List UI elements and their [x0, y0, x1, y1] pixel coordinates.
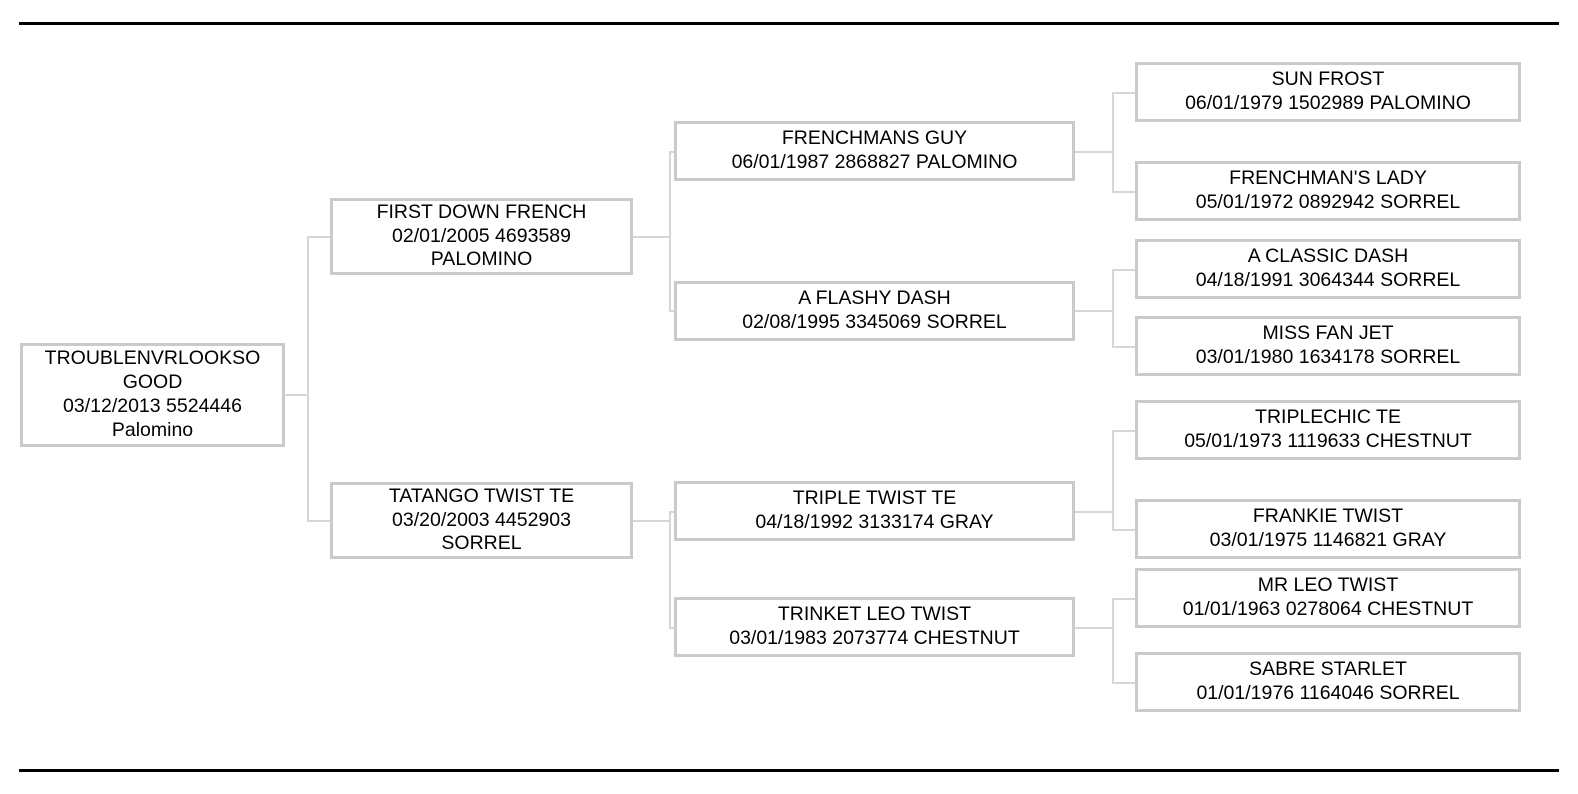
dam-sire-dam-name: FRANKIE TWIST	[1252, 505, 1404, 528]
connector-frenchmans-guy-stub	[1074, 151, 1114, 153]
connector-gen3-classic-dash-stub	[1112, 269, 1136, 271]
pedigree-box-dam-dam-sire[interactable]: MR LEO TWIST 01/01/1963 0278064 CHESTNUT	[1135, 568, 1521, 628]
bottom-divider-rule	[19, 769, 1559, 772]
connector-gen3-spine-4	[1112, 598, 1114, 683]
connector-gen1-spine	[307, 236, 309, 521]
sire-dam-sire-name: A CLASSIC DASH	[1247, 245, 1409, 268]
connector-gen2-triple-twist-stub	[669, 511, 677, 513]
pedigree-box-dam-sire-sire[interactable]: TRIPLECHIC TE 05/01/1973 1119633 CHESTNU…	[1135, 400, 1521, 460]
dam-sire-sire-details: 05/01/1973 1119633 CHESTNUT	[1184, 430, 1472, 452]
pedigree-box-sire-dam-dam[interactable]: MISS FAN JET 03/01/1980 1634178 SORREL	[1135, 316, 1521, 376]
dam-color: SORREL	[441, 532, 522, 555]
pedigree-box-sire-sire[interactable]: FRENCHMANS GUY 06/01/1987 2868827 PALOMI…	[674, 121, 1075, 181]
pedigree-box-dam-sire[interactable]: TRIPLE TWIST TE 04/18/1992 3133174 GRAY	[674, 481, 1075, 541]
connector-gen2-frenchmans-guy-stub	[669, 151, 677, 153]
sire-sire-details: 06/01/1987 2868827 PALOMINO	[731, 151, 1018, 173]
connector-gen3-spine-2	[1112, 269, 1114, 347]
connector-gen2-sire-spine	[669, 151, 671, 312]
top-divider-rule	[19, 22, 1559, 25]
sire-details: 02/01/2005 4693589	[392, 224, 571, 247]
dam-details: 03/20/2003 4452903	[392, 508, 571, 531]
connector-gen2-dam-spine	[669, 511, 671, 628]
pedigree-box-sire-sire-sire[interactable]: SUN FROST 06/01/1979 1502989 PALOMINO	[1135, 62, 1521, 122]
dam-dam-name: TRINKET LEO TWIST	[777, 603, 972, 626]
pedigree-box-dam-dam-dam[interactable]: SABRE STARLET 01/01/1976 1164046 SORREL	[1135, 652, 1521, 712]
sire-sire-dam-details: 05/01/1972 0892942 SORREL	[1195, 191, 1461, 213]
connector-flashy-dash-stub	[1074, 310, 1114, 312]
pedigree-box-sire-sire-dam[interactable]: FRENCHMAN'S LADY 05/01/1972 0892942 SORR…	[1135, 161, 1521, 221]
connector-gen3-mr-leo-twist-stub	[1112, 598, 1136, 600]
dam-dam-sire-name: MR LEO TWIST	[1257, 574, 1399, 597]
pedigree-box-dam[interactable]: TATANGO TWIST TE 03/20/2003 4452903 SORR…	[330, 482, 633, 559]
sire-color: PALOMINO	[430, 248, 533, 271]
connector-gen3-frankie-twist-stub	[1112, 529, 1136, 531]
dam-dam-dam-details: 01/01/1976 1164046 SORREL	[1196, 682, 1460, 704]
dam-sire-sire-name: TRIPLECHIC TE	[1255, 406, 1401, 429]
dam-sire-details: 04/18/1992 3133174 GRAY	[755, 511, 994, 533]
dam-dam-sire-details: 01/01/1963 0278064 CHESTNUT	[1182, 598, 1474, 620]
connector-sire-stub	[632, 236, 671, 238]
connector-gen1-dam-stub	[307, 520, 331, 522]
dam-sire-dam-details: 03/01/1975 1146821 GRAY	[1209, 529, 1447, 551]
pedigree-box-sire-dam[interactable]: A FLASHY DASH 02/08/1995 3345069 SORREL	[674, 281, 1075, 341]
sire-name: FIRST DOWN FRENCH	[376, 200, 587, 223]
sire-sire-name: FRENCHMANS GUY	[781, 127, 968, 150]
dam-dam-dam-name: SABRE STARLET	[1249, 658, 1407, 681]
pedigree-box-dam-dam[interactable]: TRINKET LEO TWIST 03/01/1983 2073774 CHE…	[674, 597, 1075, 657]
sire-dam-sire-details: 04/18/1991 3064344 SORREL	[1195, 269, 1461, 291]
connector-subject-stub	[284, 394, 309, 396]
sire-sire-dam-name: FRENCHMAN'S LADY	[1229, 167, 1427, 190]
connector-gen3-sun-frost-stub	[1112, 92, 1136, 94]
sire-dam-name: A FLASHY DASH	[798, 287, 951, 310]
dam-sire-name: TRIPLE TWIST TE	[792, 487, 957, 510]
sire-sire-sire-name: SUN FROST	[1271, 68, 1385, 91]
pedigree-box-sire[interactable]: FIRST DOWN FRENCH 02/01/2005 4693589 PAL…	[330, 198, 633, 275]
connector-gen3-triplechic-stub	[1112, 430, 1136, 432]
connector-gen3-miss-fan-jet-stub	[1112, 346, 1136, 348]
sire-dam-dam-name: MISS FAN JET	[1262, 322, 1394, 345]
connector-gen3-sabre-starlet-stub	[1112, 682, 1136, 684]
sire-dam-details: 02/08/1995 3345069 SORREL	[742, 311, 1007, 333]
connector-gen2-trinket-leo-stub	[669, 627, 677, 629]
connector-trinket-leo-stub	[1074, 627, 1114, 629]
pedigree-box-sire-dam-sire[interactable]: A CLASSIC DASH 04/18/1991 3064344 SORREL	[1135, 239, 1521, 299]
sire-dam-dam-details: 03/01/1980 1634178 SORREL	[1195, 346, 1461, 368]
pedigree-box-dam-sire-dam[interactable]: FRANKIE TWIST 03/01/1975 1146821 GRAY	[1135, 499, 1521, 559]
connector-dam-stub	[632, 520, 671, 522]
connector-gen3-frenchmans-lady-stub	[1112, 191, 1136, 193]
dam-dam-details: 03/01/1983 2073774 CHESTNUT	[729, 627, 1020, 649]
connector-gen2-flashy-dash-stub	[669, 310, 677, 312]
subject-color: Palomino	[111, 418, 194, 441]
connector-triple-twist-stub	[1074, 511, 1114, 513]
subject-details: 03/12/2013 5524446	[63, 395, 242, 417]
connector-gen3-spine-1	[1112, 92, 1114, 193]
dam-name: TATANGO TWIST TE	[388, 484, 575, 507]
subject-name: TROUBLENVRLOOKSO GOOD	[44, 347, 261, 394]
connector-gen3-spine-3	[1112, 430, 1114, 530]
sire-sire-sire-details: 06/01/1979 1502989 PALOMINO	[1185, 92, 1471, 114]
pedigree-box-subject[interactable]: TROUBLENVRLOOKSO GOOD 03/12/2013 5524446…	[20, 343, 285, 447]
connector-gen1-sire-stub	[307, 236, 331, 238]
